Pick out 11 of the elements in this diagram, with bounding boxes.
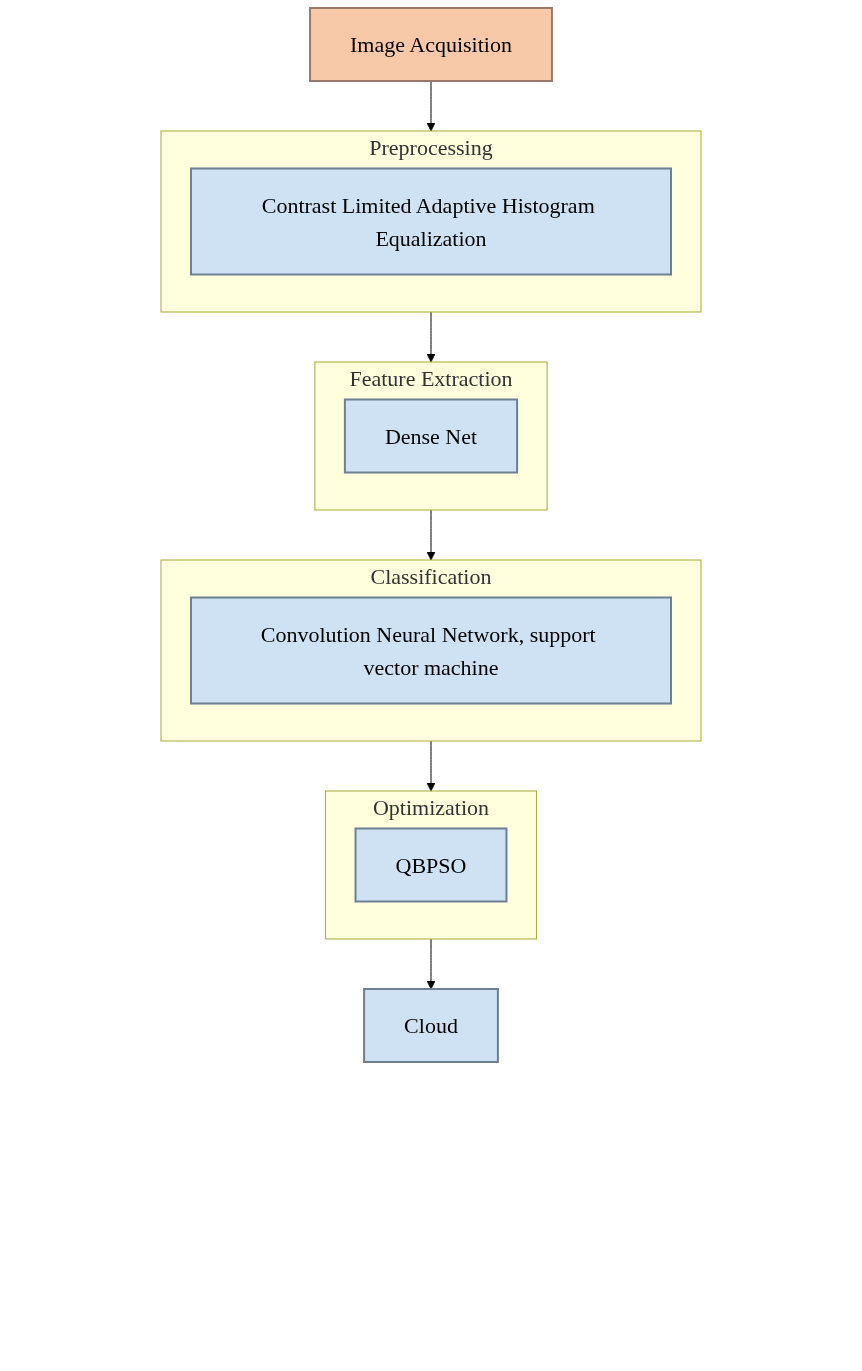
node-box: QBPSO	[354, 827, 508, 903]
node-box: Image Acquisition	[309, 7, 553, 82]
node-box: Cloud	[363, 988, 499, 1063]
arrow	[426, 80, 436, 132]
node-box: Dense Net	[343, 398, 519, 474]
arrow	[426, 740, 436, 792]
node-box: Contrast Limited Adaptive Histogram Equalization	[190, 167, 672, 276]
node-box: Convolution Neural Network, support vector machine	[190, 596, 672, 705]
arrow	[426, 938, 436, 990]
arrow	[426, 509, 436, 561]
arrow	[426, 311, 436, 363]
